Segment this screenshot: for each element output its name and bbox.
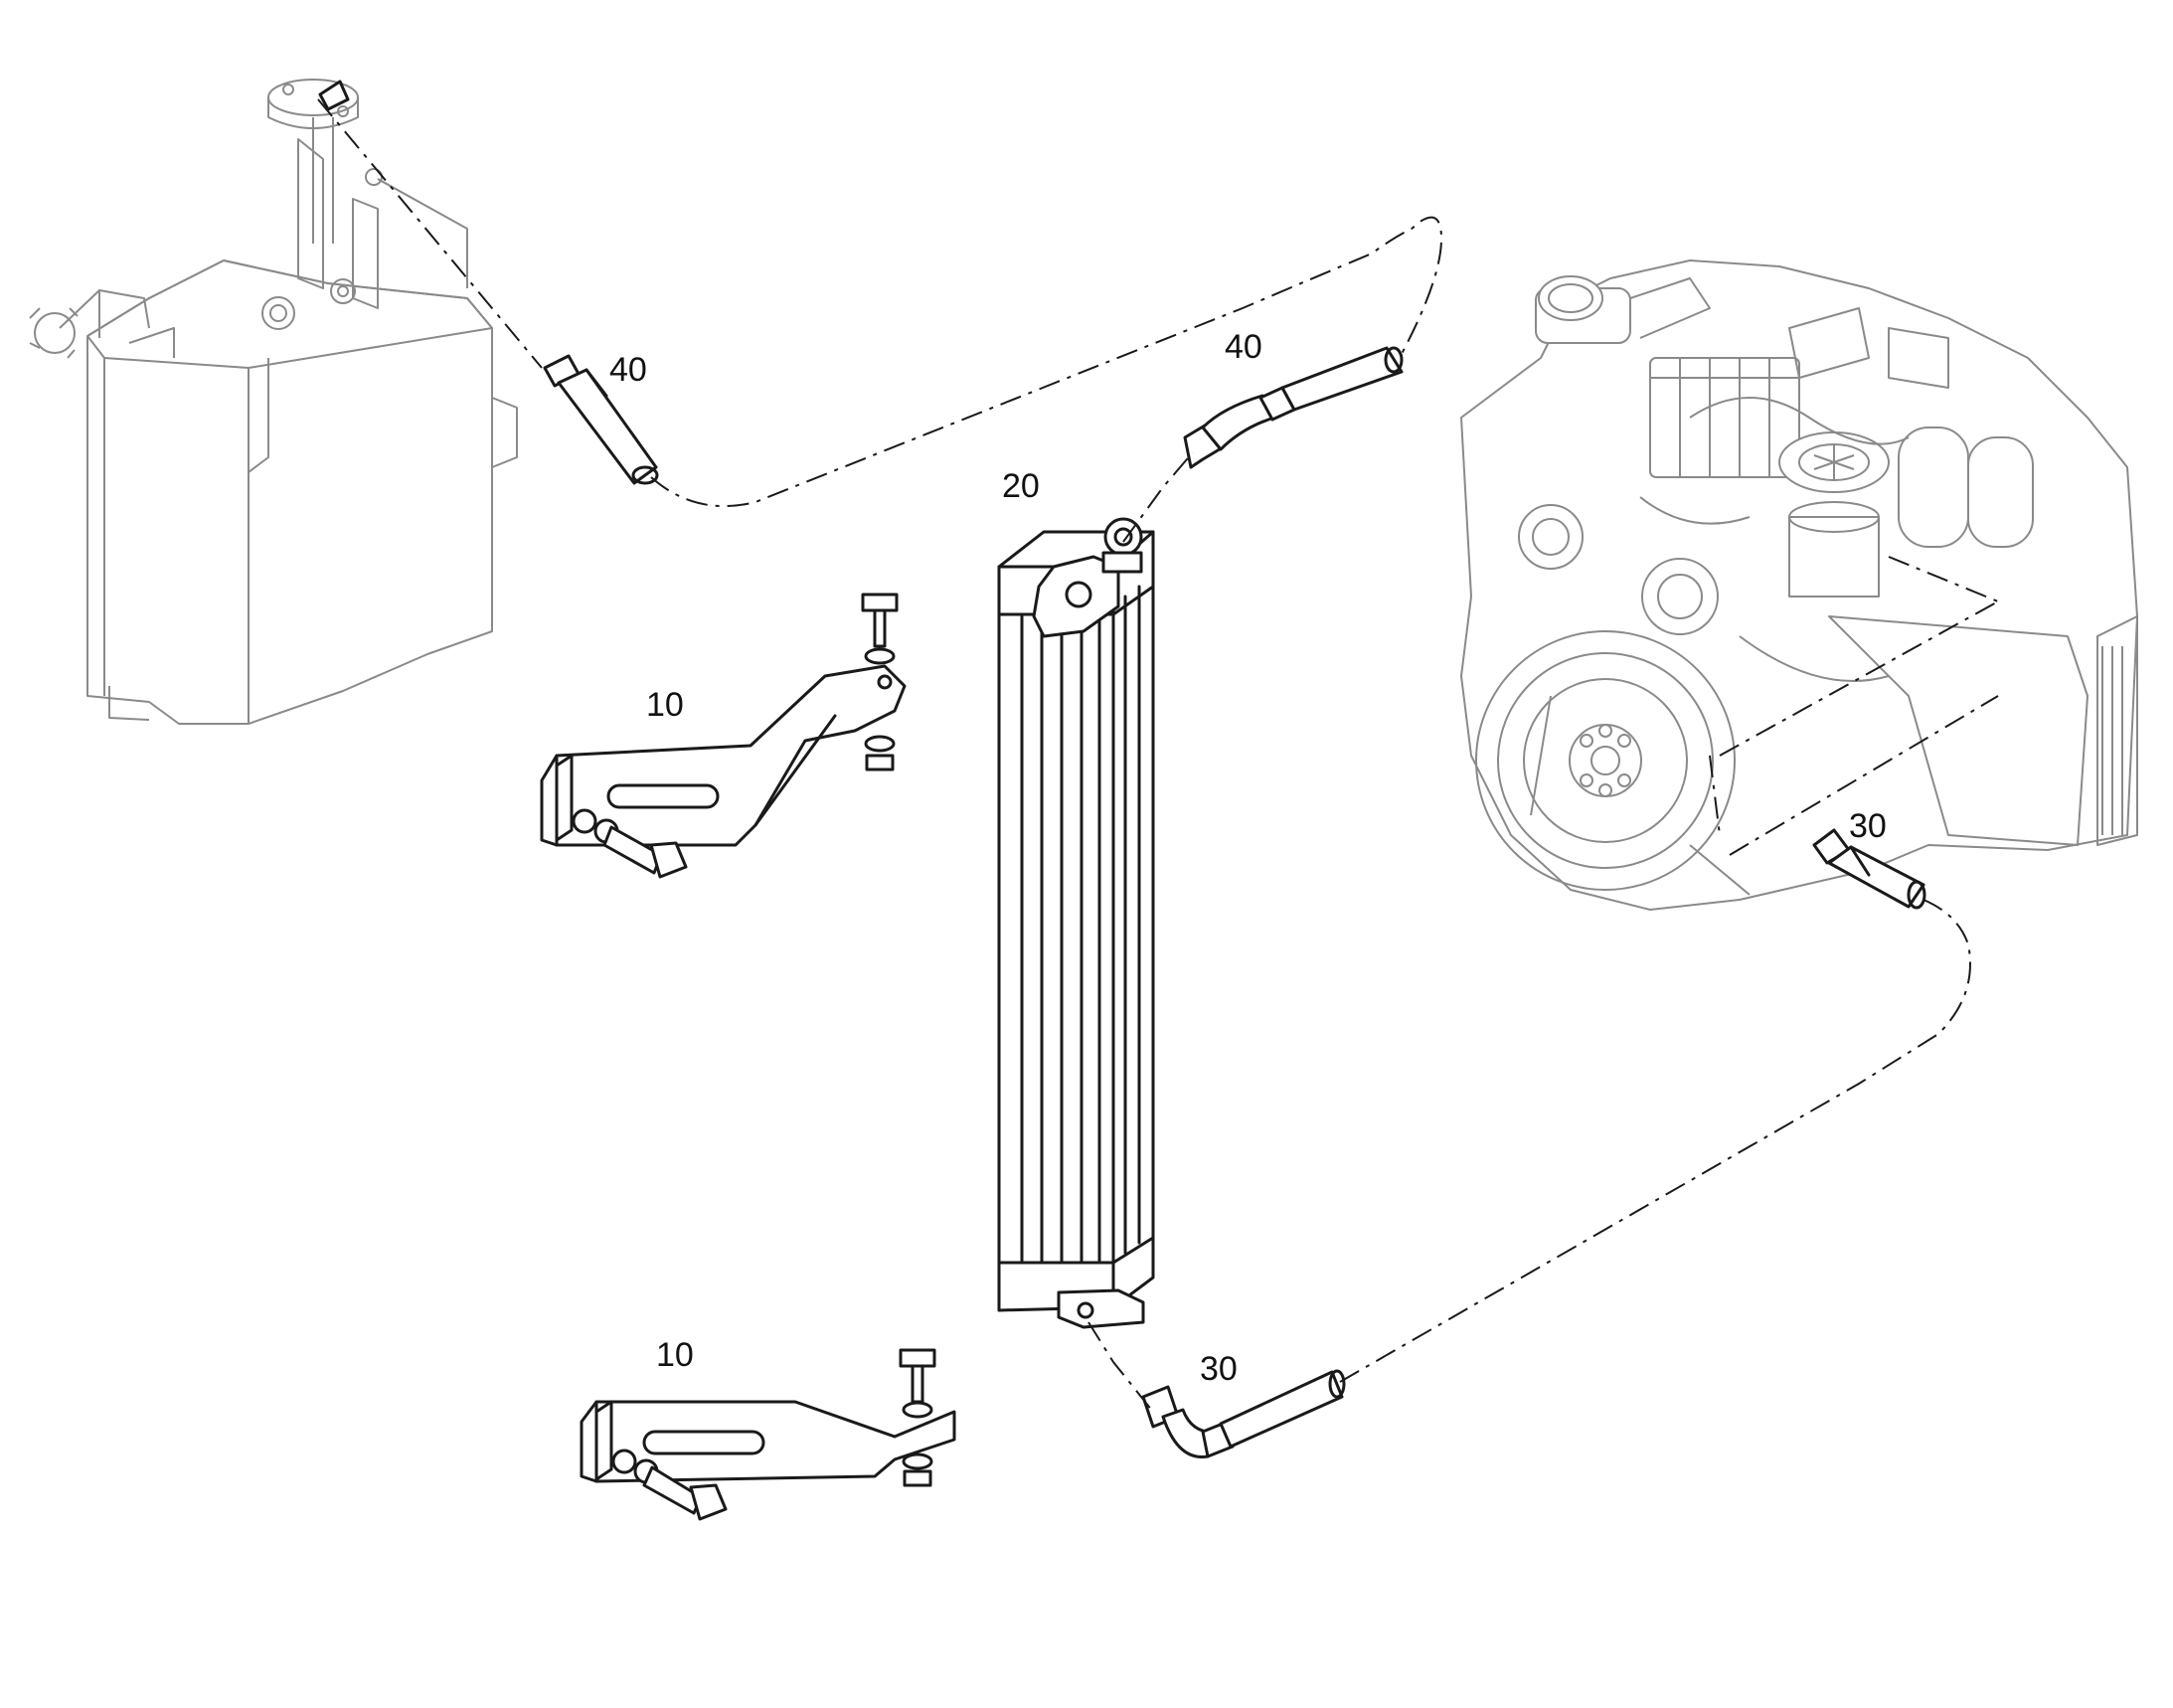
oil-cooler bbox=[997, 517, 1155, 1329]
hose-30-right bbox=[1812, 828, 1926, 910]
callout-40-right: 40 bbox=[1225, 328, 1262, 366]
engine bbox=[1460, 259, 2138, 911]
bracket-upper bbox=[540, 593, 907, 879]
bracket-lower bbox=[580, 1348, 956, 1521]
callout-30-center: 30 bbox=[1200, 1350, 1238, 1388]
hydraulic-tank bbox=[29, 79, 518, 725]
hose-40-left bbox=[543, 354, 659, 485]
callout-20: 20 bbox=[1002, 467, 1040, 505]
hose-40-right bbox=[1183, 346, 1404, 469]
connection-lines bbox=[317, 98, 1971, 1413]
callout-40-left: 40 bbox=[609, 351, 647, 389]
callout-30-right: 30 bbox=[1849, 807, 1887, 845]
callout-10-upper: 10 bbox=[646, 686, 684, 724]
hose-30-center bbox=[1141, 1369, 1346, 1458]
callout-labels: 40 40 20 10 10 30 30 bbox=[609, 328, 1887, 1388]
callout-10-lower: 10 bbox=[656, 1336, 694, 1374]
